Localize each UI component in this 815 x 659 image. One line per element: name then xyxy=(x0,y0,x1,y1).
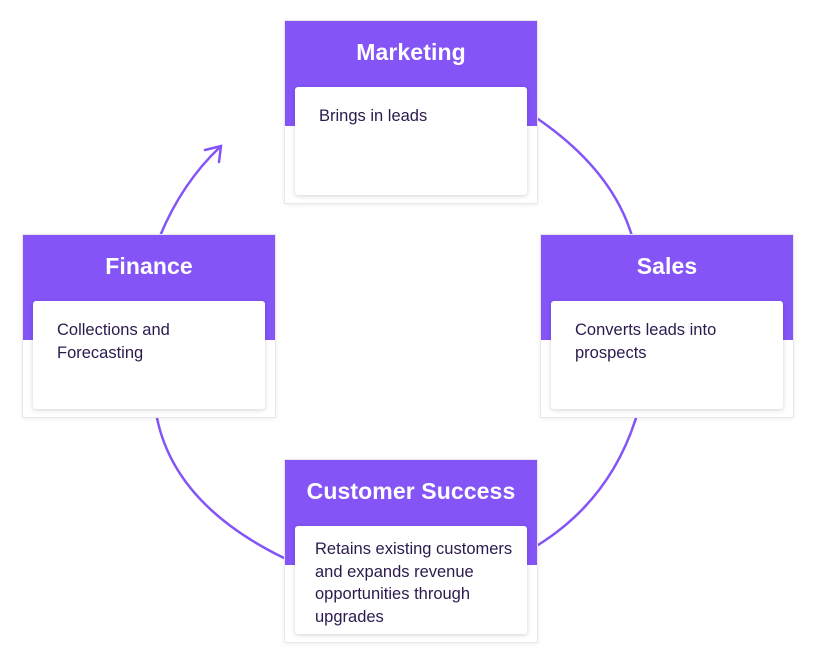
finance-card: Finance Collections and Forecasting xyxy=(23,235,275,417)
customer-success-body: Retains existing customers and expands r… xyxy=(295,526,527,634)
arrowhead-icon xyxy=(203,144,223,164)
sales-body: Converts leads into prospects xyxy=(551,301,783,409)
connector-customer-success-to-finance xyxy=(155,416,286,560)
connector-sales-to-customer-success xyxy=(536,416,638,547)
finance-description: Collections and Forecasting xyxy=(57,321,170,362)
finance-title: Finance xyxy=(105,253,193,279)
finance-body: Collections and Forecasting xyxy=(33,301,265,409)
sales-description: Converts leads into prospects xyxy=(575,321,717,362)
marketing-card: Marketing Brings in leads xyxy=(285,21,537,203)
sales-title: Sales xyxy=(636,253,698,279)
marketing-body: Brings in leads xyxy=(295,87,527,195)
connector-finance-to-marketing xyxy=(158,145,222,238)
marketing-title: Marketing xyxy=(356,39,466,65)
sales-card: Sales Converts leads into prospects xyxy=(541,235,793,417)
marketing-description: Brings in leads xyxy=(319,107,428,125)
customer-success-description: Retains existing customers and expands r… xyxy=(315,540,513,626)
customer-success-card: Customer Success Retains existing custom… xyxy=(285,460,537,642)
connector-marketing-to-sales xyxy=(536,117,634,238)
customer-success-title: Customer Success xyxy=(306,478,516,504)
